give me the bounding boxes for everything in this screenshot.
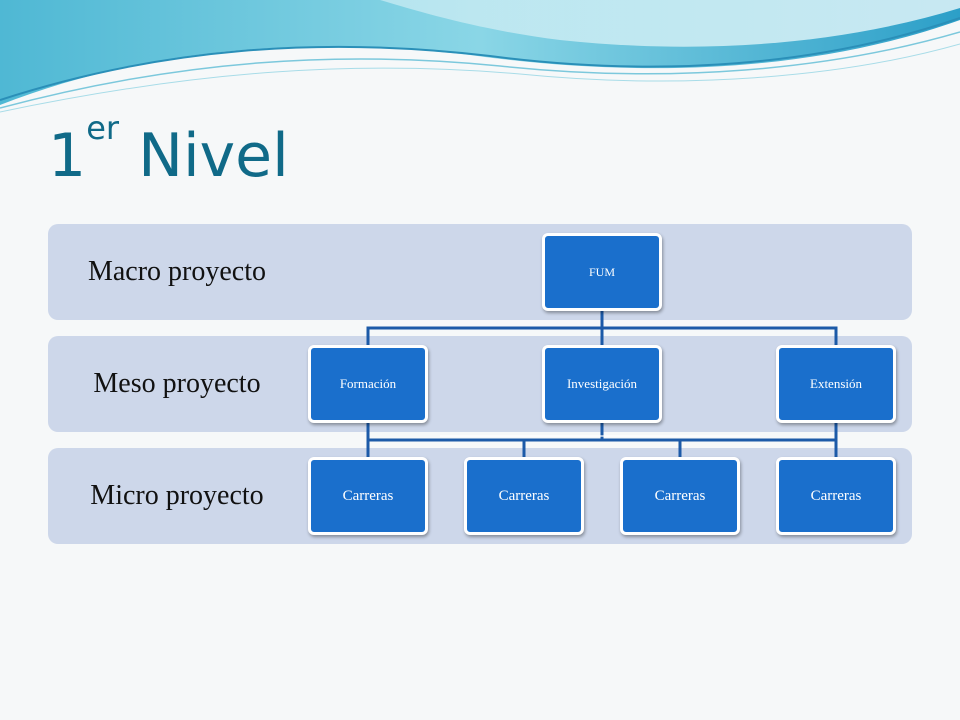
- title-superscript: er: [86, 109, 120, 147]
- node-carreras-3-label: Carreras: [654, 487, 706, 504]
- slide-title: 1er Nivel: [48, 112, 289, 194]
- node-carreras-4-label: Carreras: [810, 487, 862, 504]
- node-extension-label: Extensión: [810, 376, 862, 391]
- level-label-meso: Meso proyecto: [93, 368, 261, 399]
- level-label-micro: Micro proyecto: [90, 480, 264, 511]
- node-carreras-2: Carreras: [464, 457, 584, 535]
- node-fum: FUM: [542, 233, 662, 311]
- node-carreras-3: Carreras: [620, 457, 740, 535]
- node-extension: Extensión: [776, 345, 896, 423]
- band-macro: [48, 224, 912, 320]
- node-carreras-1-label: Carreras: [342, 487, 394, 504]
- header-wave-decoration: [0, 0, 960, 113]
- node-formacion: Formación: [308, 345, 428, 423]
- node-carreras-4: Carreras: [776, 457, 896, 535]
- node-investigacion: Investigación: [542, 345, 662, 423]
- node-investigacion-label: Investigación: [566, 376, 638, 391]
- node-formacion-label: Formación: [339, 376, 397, 391]
- title-text: Nivel: [119, 121, 289, 191]
- title-number: 1: [48, 121, 87, 191]
- node-fum-label: FUM: [588, 264, 615, 279]
- level-label-macro: Macro proyecto: [87, 256, 267, 287]
- node-carreras-2-label: Carreras: [498, 487, 550, 504]
- node-carreras-1: Carreras: [308, 457, 428, 535]
- band-meso: [48, 336, 912, 432]
